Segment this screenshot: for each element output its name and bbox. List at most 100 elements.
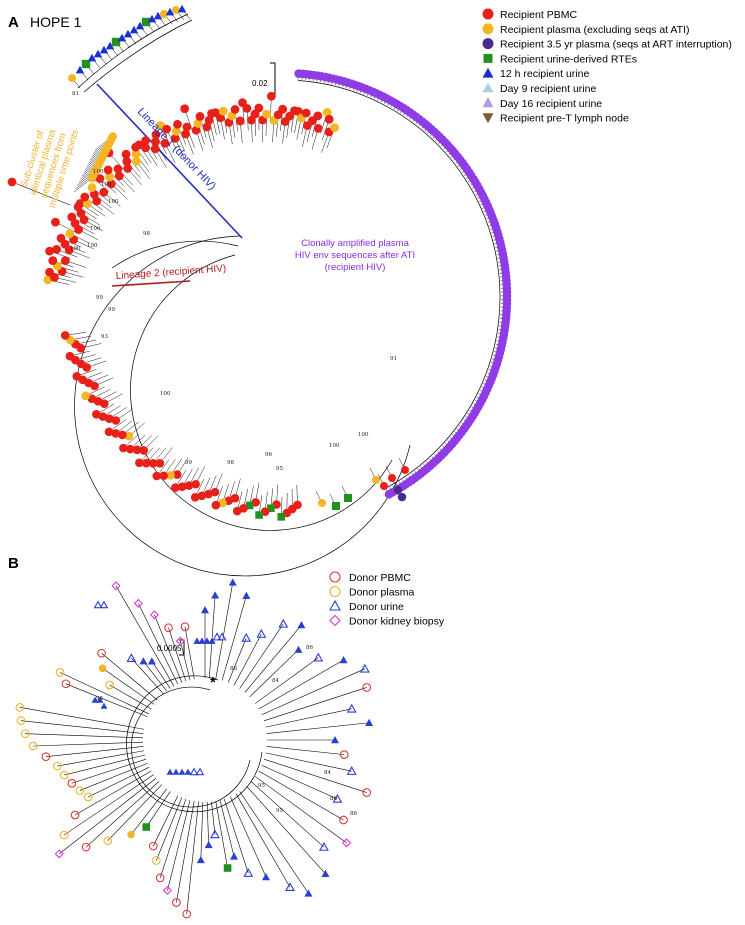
branch [153, 795, 179, 847]
left-cluster-tip [195, 112, 205, 121]
branch [250, 781, 325, 848]
tip-triangle-open [241, 632, 252, 642]
tip-circle-open [59, 770, 69, 780]
top-cluster-tip [147, 14, 157, 23]
bottom-right-tip [372, 476, 380, 484]
branch [239, 623, 284, 689]
bootstrap-label: 100 [70, 246, 81, 252]
legend-label: 12 h recipient urine [500, 68, 589, 80]
left-cluster-tip [123, 164, 133, 173]
left-cluster-tip [262, 109, 272, 119]
lineage-1-branch [96, 83, 243, 239]
tip-triangle-up [139, 657, 148, 665]
legend-marker-circle [482, 38, 494, 50]
tip-circle-open [75, 786, 85, 795]
left-cluster-tip [114, 171, 124, 181]
bottom-cluster-tip [139, 446, 149, 455]
panel-b-scale-bar: 0.0005 [157, 639, 185, 656]
tip-triangle-open [313, 652, 324, 662]
bottom-cluster-tip [177, 482, 187, 491]
tip-triangle-open [318, 841, 329, 851]
legend-marker-circle [482, 8, 494, 20]
left-cluster-tip [150, 144, 160, 154]
left-cluster-tip [151, 137, 160, 147]
legend-label: Recipient PBMC [500, 9, 577, 21]
clonal-tip [384, 490, 394, 499]
bootstrap-label: 100 [101, 182, 112, 188]
bottom-cluster-tip [152, 471, 162, 481]
urine-tip [203, 637, 211, 644]
left-cluster-tip [43, 275, 53, 285]
top-cluster-tip [141, 17, 151, 27]
branch [200, 801, 204, 860]
bottom-cluster-tip [72, 372, 82, 381]
bottom-cluster-tip [260, 507, 270, 516]
urine-tip [96, 696, 104, 703]
top-cluster-tip [117, 33, 127, 42]
branch [167, 800, 191, 891]
bootstrap-label: 95 [258, 783, 265, 789]
left-cluster-tip [170, 133, 180, 143]
legend-marker-diamond-open [329, 614, 341, 627]
tip-circle-open [105, 680, 115, 690]
urine-tip [195, 767, 205, 776]
clonal-label-line: Clonally amplified plasma [301, 238, 409, 249]
bottom-cluster-tip [92, 410, 101, 419]
panel-b-tips [15, 578, 374, 919]
legend-marker-circle [482, 23, 494, 35]
left-cluster-tip [254, 103, 264, 113]
legend-marker-square [483, 53, 493, 63]
bootstrap-label: 96 [265, 452, 272, 458]
left-cluster-tip [278, 104, 288, 114]
bootstrap-label: 84 [272, 678, 279, 684]
left-cluster-tip [182, 122, 192, 132]
bottom-cluster-tip [148, 459, 158, 468]
bottom-cluster-tip [251, 498, 260, 507]
top-cluster-tip [165, 7, 175, 16]
branch [186, 801, 199, 915]
branch [168, 627, 187, 682]
tip-circle-open [20, 729, 30, 739]
bottom-right-tip [332, 502, 340, 510]
branch [59, 672, 149, 715]
branch [246, 785, 326, 874]
left-cluster-tip [193, 118, 203, 128]
tip-triangle-up [228, 578, 237, 586]
branch [25, 733, 144, 739]
tip-diamond-open [149, 610, 160, 620]
left-cluster-tip [131, 149, 141, 159]
tip-triangle-open [346, 703, 357, 713]
tip-triangle-open [126, 653, 137, 663]
tip-circle-open [164, 623, 173, 633]
branch [239, 791, 309, 894]
tip-diamond-open [342, 838, 352, 848]
branch [154, 614, 183, 683]
panel-b-scale-label: 0.0005 [157, 644, 182, 653]
left-cluster-tip [105, 172, 115, 182]
urine-tip [208, 637, 216, 644]
branch [254, 657, 319, 704]
left-cluster-tip [99, 187, 109, 197]
clonal-label-line: (recipient HIV) [325, 262, 386, 273]
tip-triangle-up [147, 657, 156, 665]
bootstrap-label: 100 [90, 226, 101, 232]
branch [115, 585, 175, 687]
panel-a-tree-backbone [74, 235, 411, 577]
panel-a: A HOPE 1 0.02 10010010010099991001009893… [7, 4, 732, 577]
bottom-right-tip [394, 486, 402, 494]
bottom-cluster-tip [141, 458, 151, 468]
branch [156, 797, 183, 861]
left-cluster-tip [180, 104, 190, 114]
bottom-cluster-tip [159, 471, 168, 481]
branch [159, 798, 187, 878]
panel-b-tree-backbone [126, 675, 263, 813]
legend-marker-triangle-up [482, 82, 494, 93]
legend-label: Recipient urine-derived RTEs [500, 53, 637, 65]
branch [223, 798, 249, 874]
bottom-cluster-tip [105, 414, 114, 423]
branch [215, 582, 234, 679]
clonal-label: Clonally amplified plasma HIV env sequen… [295, 238, 415, 273]
left-cluster-tip [121, 149, 131, 159]
